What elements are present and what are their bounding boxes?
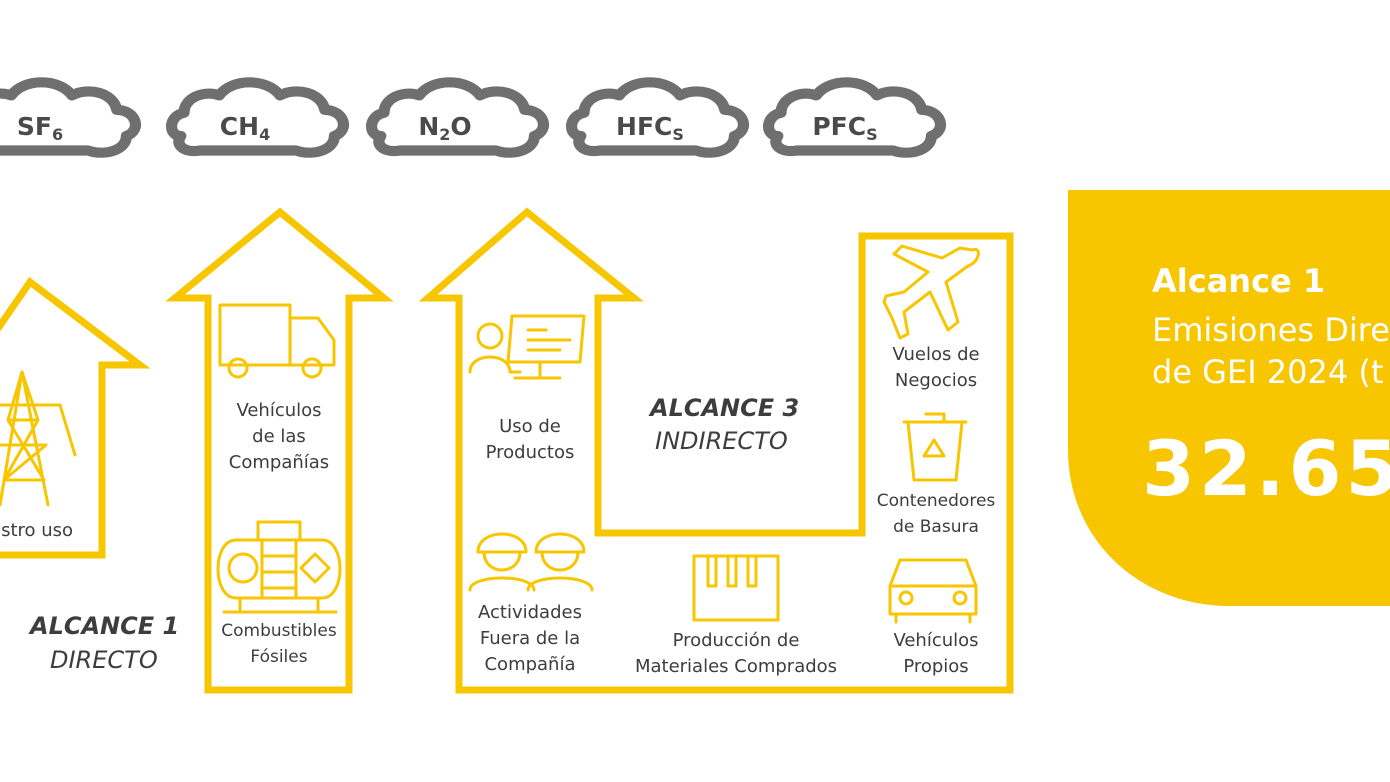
label-line: Vehículos <box>893 630 979 651</box>
gas-base: SF <box>16 112 52 141</box>
label-line: Actividades <box>478 602 582 623</box>
gas-sub: 2 <box>439 125 451 144</box>
scope1-subtitle: DIRECTO <box>50 646 158 674</box>
stat-line-2: de GEI 2024 (t <box>1152 353 1384 391</box>
gas-label-sf6: SF6 <box>0 112 100 144</box>
label-line: Vehículos <box>236 400 322 421</box>
scope1-title: ALCANCE 1 <box>30 612 180 640</box>
gas-sub: S <box>866 125 878 144</box>
gas-sub: S <box>672 125 684 144</box>
label-line: Propios <box>903 656 969 677</box>
stat-panel <box>1068 190 1390 606</box>
label-line: Materiales Comprados <box>634 656 838 677</box>
car-icon <box>888 558 978 624</box>
label-business-flights: Vuelos de Negocios <box>870 342 1002 394</box>
airplane-icon <box>882 244 980 340</box>
materials-icon <box>692 554 780 622</box>
label-company-vehicles: Vehículos de las Compañías <box>212 398 346 476</box>
stat-title: Alcance 1 <box>1152 262 1326 300</box>
label-own-use: estro uso <box>0 518 100 544</box>
label-line: Vuelos de <box>892 344 980 365</box>
gas-base: PFC <box>812 112 867 141</box>
stat-line-1: Emisiones Dire <box>1152 311 1390 349</box>
label-offsite-activities: Actividades Fuera de la Compañía <box>462 600 598 678</box>
label-line: Fósiles <box>250 647 308 667</box>
label-line: Negocios <box>894 370 978 391</box>
truck-icon <box>218 303 336 379</box>
label-fossil-fuels: Combustibles Fósiles <box>206 618 352 670</box>
label-line: Uso de <box>499 416 561 437</box>
recycle-bin-icon <box>902 412 968 482</box>
scope1-arrow-left <box>0 277 151 559</box>
label-line: Compañía <box>484 654 576 675</box>
label-line: Compañías <box>228 452 330 473</box>
gas-label-n2o: N2O <box>385 112 505 144</box>
label-product-use: Uso de Productos <box>470 414 590 466</box>
gas-label-pfcs: PFCS <box>785 112 905 144</box>
scope3-shape <box>418 207 1014 694</box>
gas-base: CH <box>219 112 260 141</box>
gas-base: N <box>418 112 440 141</box>
gas-sub: 4 <box>259 125 271 144</box>
gas-label-hfcs: HFCS <box>590 112 710 144</box>
computer-user-icon <box>468 314 586 380</box>
gas-sub: 6 <box>51 125 64 144</box>
label-line: Producción de <box>672 630 800 651</box>
workers-icon <box>468 532 594 592</box>
gas-label-ch4: CH4 <box>185 112 305 144</box>
label-line: Contenedores <box>876 491 996 511</box>
label-line: Combustibles <box>221 621 337 641</box>
label-line: Productos <box>485 442 575 463</box>
scope3-subtitle: INDIRECTO <box>655 427 788 455</box>
fuel-tank-icon <box>216 520 342 614</box>
gas-tail: O <box>450 112 472 141</box>
scope1-arrow-center <box>165 207 394 694</box>
label-line: Fuera de la <box>479 628 581 649</box>
label-line: de las <box>252 426 306 447</box>
power-tower-icon <box>0 370 77 507</box>
label-line: de Basura <box>893 517 979 537</box>
stat-value: 32.656 <box>1142 424 1390 513</box>
scope3-title: ALCANCE 3 <box>650 394 800 422</box>
label-own-vehicles: Vehículos Propios <box>870 628 1002 680</box>
label-purchased-materials: Producción de Materiales Comprados <box>626 628 846 680</box>
label-waste-containers: Contenedores de Basura <box>866 488 1006 540</box>
label-line: estro uso <box>0 520 74 541</box>
gas-base: HFC <box>616 112 673 141</box>
